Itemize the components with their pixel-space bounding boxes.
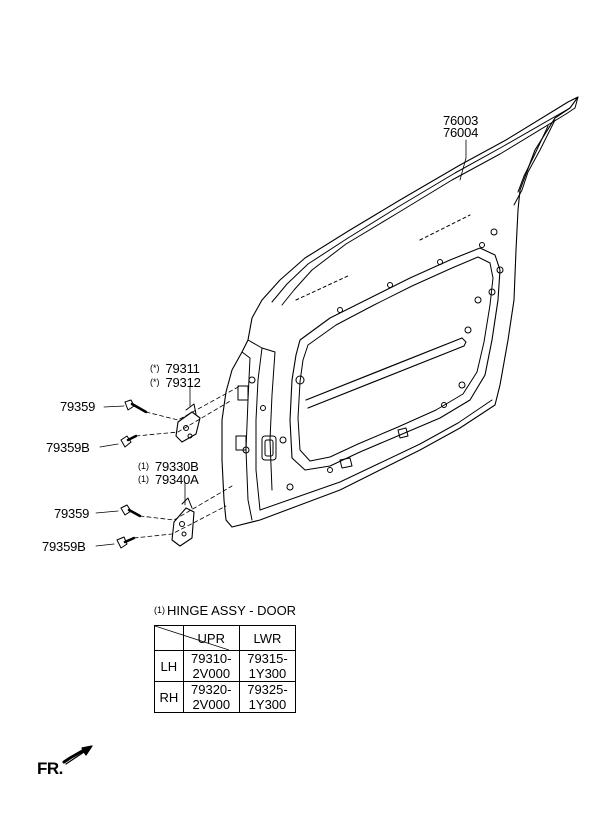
part-number-cell: 79310-2V000: [182, 650, 240, 682]
leader-lines: [95, 139, 467, 547]
part-number-cell: 79315-1Y300: [238, 650, 297, 682]
callout-bolt-upper-2: 79359B: [46, 440, 90, 455]
callout-lower-hinge-1: (1)79330B: [138, 459, 199, 474]
callout-bolt-lower-1: 79359: [54, 506, 90, 521]
row-label-rh: RH: [154, 681, 184, 713]
numbered-mark-symbol: (1): [138, 461, 149, 471]
diagonal-divider: [155, 626, 229, 650]
numbered-mark-symbol: (1): [154, 605, 165, 615]
callout-door-panel-1: 76003: [443, 113, 479, 128]
table-row: LH 79310-2V000 79315-1Y300: [154, 650, 297, 682]
lower-hinge-illustration: [171, 497, 195, 547]
callout-bolt-upper-1: 79359: [60, 399, 96, 414]
table-row: RH 79320-2V000 79325-1Y300: [154, 681, 297, 713]
callout-bolt-lower-2: 79359B: [42, 539, 86, 554]
numbered-mark-symbol: (1): [138, 474, 149, 484]
table-corner-cell: [154, 625, 229, 651]
hinge-assy-title: (1)HINGE ASSY - DOOR: [154, 603, 297, 618]
asterisk-mark-symbol: (*): [150, 377, 160, 387]
front-direction-label: FR.: [37, 759, 63, 778]
door-panel-illustration: [221, 96, 579, 528]
asterisk-mark-symbol: (*): [150, 363, 160, 373]
callout-lower-hinge-2: (1)79340A: [138, 472, 199, 487]
hinge-assy-table: UPR LWR LH 79310-2V000 79315-1Y300 RH 79…: [154, 625, 297, 713]
table-header-row: UPR LWR: [154, 625, 297, 651]
callout-door-panel-2: 76004: [443, 125, 479, 140]
part-number-cell: 79325-1Y300: [238, 681, 297, 713]
upper-hinge-illustration: [175, 403, 201, 443]
part-number-cell: 79320-2V000: [182, 681, 240, 713]
row-label-lh: LH: [154, 650, 184, 682]
column-header-lwr: LWR: [238, 625, 297, 651]
hinge-assy-section: (1)HINGE ASSY - DOOR UPR LWR LH 79310-2V…: [154, 603, 297, 713]
front-arrow-icon: [62, 745, 93, 765]
callout-upper-hinge-2: (*)79312: [150, 375, 201, 390]
callout-upper-hinge-1: (*)79311: [150, 361, 200, 376]
bolt-illustrations: [116, 399, 148, 549]
